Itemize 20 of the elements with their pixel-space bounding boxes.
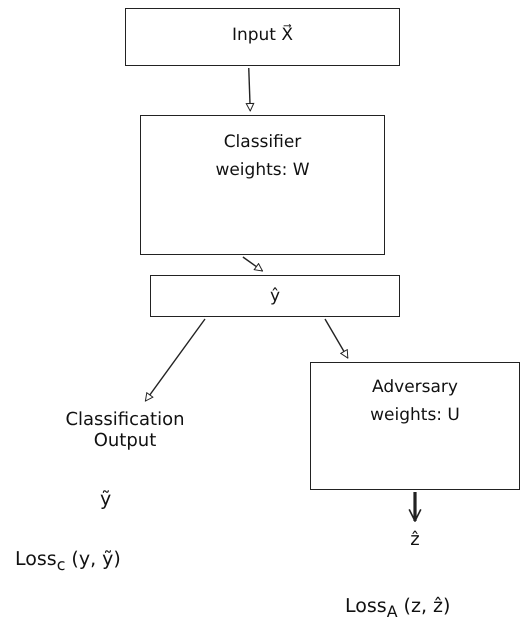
- adversary-box: [310, 362, 520, 490]
- input-box: [125, 8, 400, 66]
- classifier-box: [140, 115, 385, 255]
- node-title: ŷ: [270, 286, 280, 306]
- output-bar: [150, 275, 400, 317]
- node-title: Input X⃗: [232, 25, 294, 45]
- loss-formula: Loss$_{A}$ (z, ẑ): [345, 595, 450, 621]
- arrow: [324, 318, 348, 358]
- output-text: Classification Output: [64, 409, 186, 451]
- arrow: [246, 68, 254, 112]
- z-hat-text: ẑ: [410, 529, 420, 550]
- arrow: [242, 256, 263, 272]
- arrow: [408, 492, 422, 522]
- node-text: weights: U: [370, 405, 460, 425]
- node-text: weights: W: [215, 160, 310, 180]
- loss-formula: Loss$_{c}$ (y, ỹ): [15, 548, 121, 574]
- node-title: Classifier: [224, 132, 302, 152]
- arrow: [144, 318, 206, 402]
- node-title: Adversary: [372, 377, 458, 397]
- math-symbol: ỹ: [100, 488, 112, 510]
